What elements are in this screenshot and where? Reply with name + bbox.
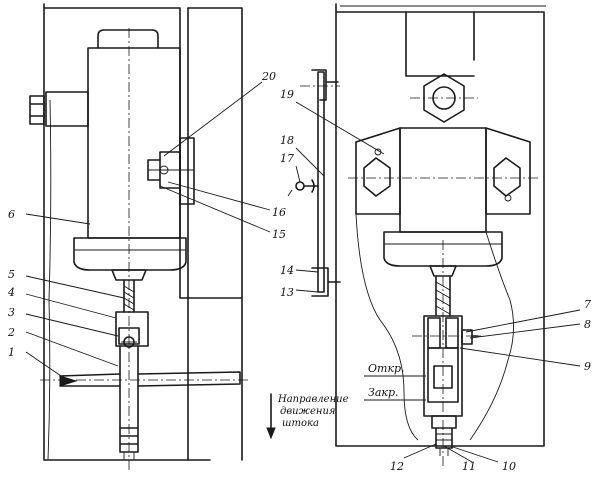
- lever-top-bracket: [311, 69, 339, 101]
- callout-9: 9: [584, 360, 591, 373]
- indicator-arm: [303, 179, 319, 193]
- callout-10: 10: [502, 460, 516, 473]
- callout-6: 6: [8, 208, 15, 221]
- right-cylinder-flange: [383, 231, 503, 267]
- callout-13: 13: [280, 286, 294, 299]
- left-hex-bolt: [363, 157, 391, 197]
- label-close: Закр.: [368, 386, 399, 399]
- callout-14: 14: [280, 264, 294, 277]
- coupling-upper-hatched: [427, 317, 441, 349]
- callout-15: 15: [272, 228, 286, 241]
- flange-neck: [111, 269, 147, 281]
- top-hex-nut: [423, 73, 465, 123]
- damper-stem: [59, 371, 241, 387]
- left-frame-outline: [43, 3, 243, 461]
- left-frame-right-panel: [187, 7, 243, 461]
- callout-7: 7: [584, 298, 591, 311]
- callout-3: 3: [8, 306, 15, 319]
- cylinder-flange: [73, 237, 187, 271]
- cylinder-top-cap: [97, 29, 159, 49]
- left-view: [29, 3, 248, 470]
- callout-18: 18: [280, 134, 294, 147]
- callout-17: 17: [280, 152, 294, 165]
- callout-2: 2: [7, 326, 15, 339]
- right-piston-rod: [435, 275, 451, 317]
- direction-arrow: [266, 393, 276, 440]
- notes: Откр. Закр. Направление движения штока: [277, 362, 405, 429]
- callout-8: 8: [584, 318, 591, 331]
- lower-nut: [119, 427, 139, 453]
- callout-1: 1: [8, 346, 15, 359]
- direction-line-1: Направление: [277, 394, 349, 405]
- callout-4: 4: [7, 286, 15, 299]
- callout-5: 5: [8, 268, 15, 281]
- right-hex-bolt: [493, 157, 521, 197]
- lever-bar: [317, 71, 325, 293]
- side-mount-nut: [29, 95, 45, 125]
- valve-body: [179, 137, 195, 205]
- coupling-lower-hatched: [427, 347, 459, 403]
- clevis-pin-housing: [118, 327, 140, 345]
- lever-bottom-bracket: [311, 267, 341, 297]
- mounting-plate: [355, 127, 531, 215]
- callout-11: 11: [462, 460, 476, 473]
- direction-line-3: штока: [282, 418, 319, 429]
- cylinder-body: [87, 47, 181, 239]
- piston-rod: [123, 279, 135, 313]
- callout-20: 20: [261, 70, 276, 83]
- valve-fitting: [147, 151, 181, 189]
- cylinder-upper-body: [399, 127, 487, 233]
- clevis-block: [115, 311, 149, 347]
- right-frame-outline: [335, 3, 545, 447]
- stem-tip: [59, 375, 78, 387]
- right-view: [335, 3, 546, 468]
- center-lever-assembly: [287, 69, 341, 297]
- indicator-ball: [295, 181, 305, 191]
- callout-numbers: 6 5 4 3 2 1 20 16 15 19 18 17 14 13 7 8 …: [7, 70, 591, 473]
- callout-12: 12: [390, 460, 404, 473]
- label-open: Откр.: [368, 362, 405, 375]
- bottom-nut-assembly: [431, 415, 457, 449]
- direction-line-2: движения: [280, 406, 336, 417]
- side-mount-block: [45, 91, 89, 127]
- callout-19: 19: [280, 88, 294, 101]
- leader-lines: [25, 81, 581, 463]
- callout-16: 16: [272, 206, 286, 219]
- left-wall-edge: [47, 99, 52, 461]
- boundary-contour: [355, 213, 419, 441]
- lower-shaft: [119, 345, 139, 429]
